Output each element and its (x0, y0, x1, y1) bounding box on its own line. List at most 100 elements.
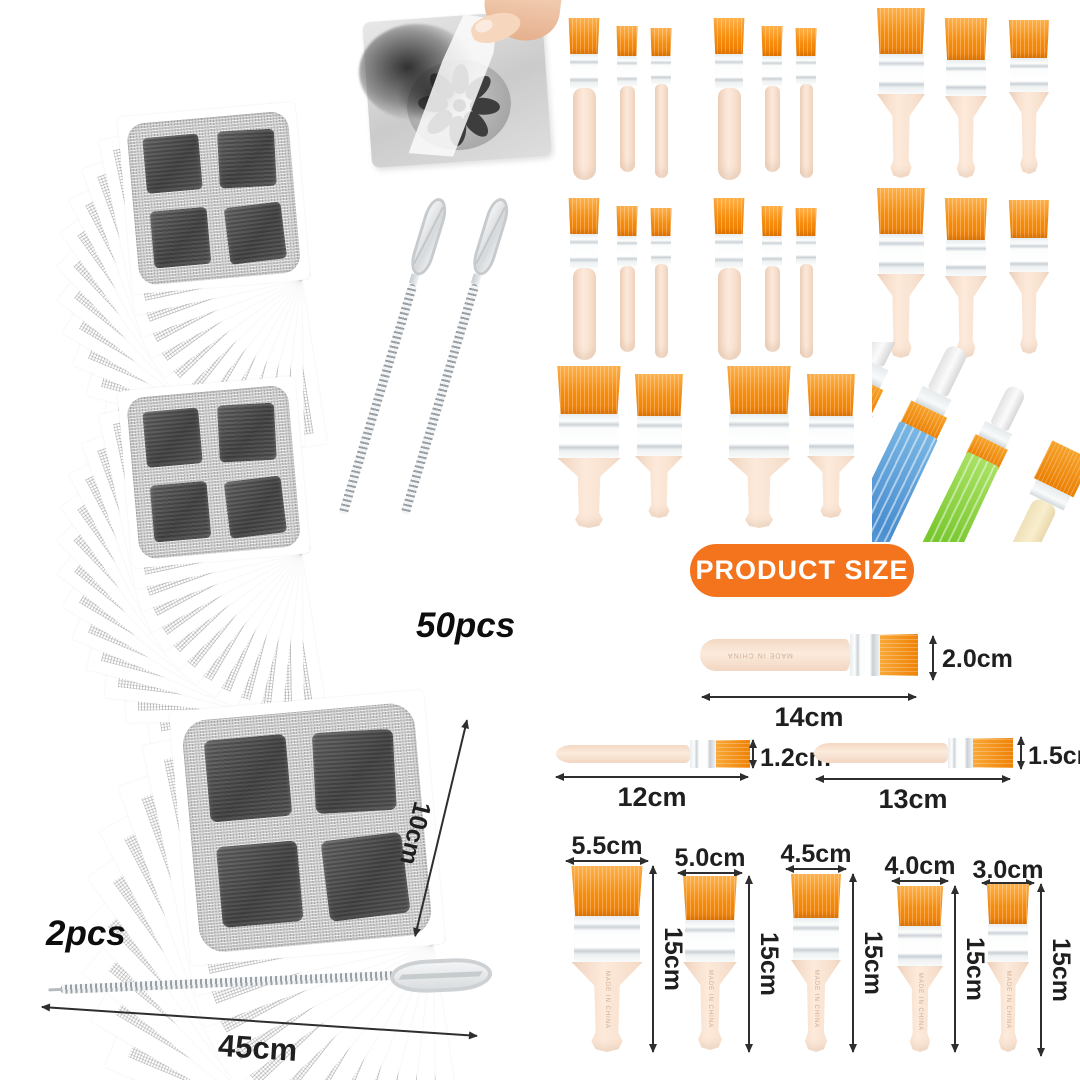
brush-bristles (1008, 20, 1050, 58)
mesh-pad (125, 110, 302, 286)
brush-bristles (568, 18, 600, 54)
brush-ferrule (796, 236, 816, 264)
brush-handle: MADE IN CHINA (571, 962, 643, 1052)
mesh-pad (181, 702, 433, 954)
mesh-square (217, 402, 277, 463)
painted-strokes-photo (872, 342, 1080, 542)
brush-bristles (650, 28, 672, 56)
dimension-arrow (749, 739, 757, 769)
brush-handle (619, 86, 635, 172)
dimension-arrow (555, 773, 749, 781)
paint-brush (795, 28, 817, 178)
brush-bristles (795, 208, 817, 236)
brush-length-value: 13cm (878, 784, 948, 814)
brush-length-value: 12cm (617, 782, 687, 812)
spiral-drain-snake-2 (396, 195, 513, 516)
brush-handle (927, 343, 969, 398)
brush-handle (556, 745, 690, 763)
brush-handle: MADE IN CHINA (986, 962, 1030, 1052)
brush-handle (1008, 92, 1050, 174)
handle-marking: MADE IN CHINA (707, 969, 713, 1029)
brush-height-value: 15cm (755, 932, 783, 996)
paint-brush (761, 26, 783, 172)
brush-handle (877, 94, 925, 178)
brush-handle (654, 84, 668, 178)
brush-bristles (616, 26, 638, 56)
dimension-arrow (677, 869, 743, 877)
mesh-square (311, 728, 398, 814)
brush-width-value: 5.5cm (571, 832, 643, 860)
handle-marking: MADE IN CHINA (604, 970, 610, 1029)
brush-bristles (713, 18, 745, 54)
dimension-arrow (981, 879, 1035, 887)
dimension-arrow (891, 877, 949, 885)
brush-ferrule (762, 56, 782, 86)
handle-marking: MADE IN CHINA (916, 972, 923, 1032)
paint-brush: MADE IN CHINA (682, 876, 738, 1050)
brush-handle (572, 88, 596, 180)
handle-marking: MADE IN CHINA (727, 651, 793, 659)
brush-handle (814, 743, 948, 763)
brush-width-value: 1.5cm (1028, 742, 1080, 770)
brush-handle (635, 456, 683, 518)
dimension-arrow (849, 873, 857, 1053)
brush-ferrule (946, 240, 986, 276)
brush-width-value: 5.0cm (674, 844, 746, 872)
brush-handle (727, 458, 791, 528)
snake-coil (60, 970, 395, 994)
spiral-drain-snake-1 (334, 195, 451, 516)
product-size-badge: PRODUCT SIZE (690, 544, 914, 597)
paint-brush (616, 26, 638, 172)
brush-ferrule (946, 60, 986, 96)
brush-ferrule (850, 634, 880, 676)
brush-height-value: 15cm (859, 931, 887, 995)
mesh-sticker-stack-2 (10, 282, 328, 746)
brush-handle (1005, 496, 1059, 542)
paint-brush (795, 208, 817, 358)
brush-bristles (1008, 200, 1050, 238)
handle-marking: MADE IN CHINA (813, 969, 819, 1028)
paint-brush (713, 18, 745, 180)
brush-handle: MADE IN CHINA (896, 966, 944, 1052)
dimension-arrow (701, 693, 917, 701)
brush-bristles (761, 26, 783, 56)
brush-bristles (807, 374, 855, 416)
brush-bristles (880, 634, 918, 676)
mesh-square (149, 480, 212, 543)
brush-bristles (635, 374, 683, 416)
brush-bristles (877, 8, 925, 54)
brush-width-value: 4.5cm (780, 840, 852, 868)
dimension-arrow (649, 865, 657, 1053)
mesh-square (223, 475, 287, 539)
paint-brush (568, 18, 600, 180)
paint-brush (650, 208, 672, 358)
brush-ferrule (1010, 238, 1048, 272)
paint-brush (1008, 20, 1050, 174)
brush-height-value: 15cm (659, 927, 687, 991)
mesh-square (203, 734, 292, 823)
brush-size-diagram-14cm: MADE IN CHINA (700, 634, 918, 676)
snake-handle-loop (389, 956, 493, 995)
brush-handle: MADE IN CHINA (700, 639, 850, 671)
brush-bristles (944, 198, 988, 240)
snake-handle-loop (469, 195, 513, 279)
brush-ferrule (898, 926, 942, 966)
brush-bristles (713, 198, 745, 234)
brush-bristles (650, 208, 672, 236)
brush-bristles (986, 884, 1030, 924)
paint-brush: MADE IN CHINA (896, 886, 944, 1052)
dimension-arrow (745, 875, 753, 1053)
brush-bristles (557, 366, 621, 414)
mesh-square (141, 132, 204, 195)
brush-ferrule (714, 234, 744, 268)
brush-ferrule (569, 234, 599, 268)
paint-brush (944, 198, 988, 358)
brush-handle (764, 86, 780, 172)
brush-ferrule (988, 924, 1028, 962)
brush-length-value: 14cm (774, 702, 844, 732)
brush-handle (807, 456, 855, 518)
paint-brush (944, 18, 988, 178)
brush-bristles (944, 18, 988, 60)
paint-brush (806, 374, 856, 518)
